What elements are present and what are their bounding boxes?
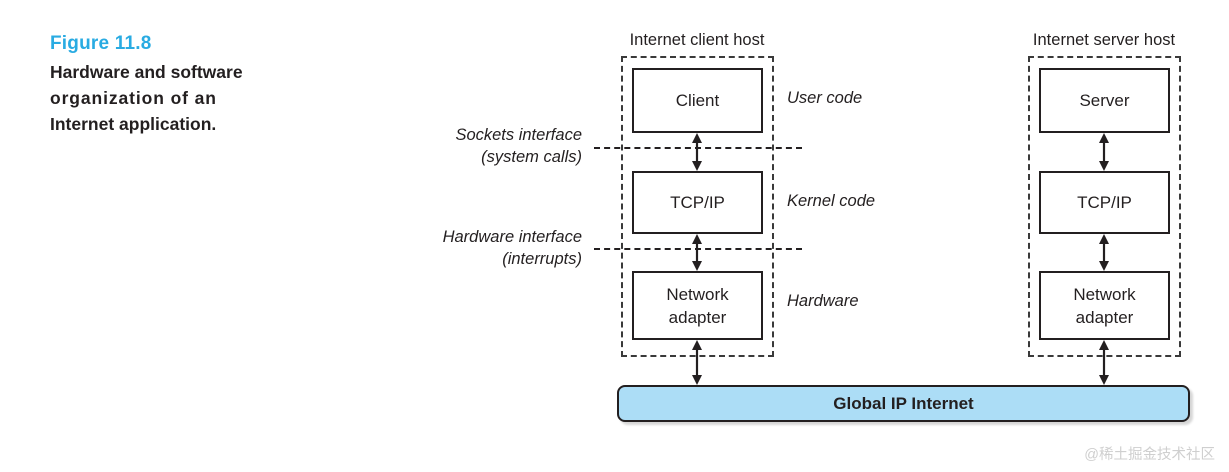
server-arrow-app-tcp-icon [1095,133,1113,171]
sockets-interface-line [594,147,802,149]
hardware-interface-annotation: Hardware interface (interrupts) [330,226,582,270]
client-arrow-app-tcp-icon [688,133,706,171]
client-arrow-adapter-internet-icon [688,340,706,385]
server-application-box: Server [1039,68,1170,133]
hardware-interface-line [594,248,802,250]
sockets-annotation-line2: (system calls) [481,148,582,166]
client-application-label: Client [675,91,720,110]
hardware-annotation-line2: (interrupts) [502,250,582,268]
server-tcpip-label: TCP/IP [1077,193,1132,212]
hardware-annotation-line1: Hardware interface [442,228,582,246]
sockets-annotation-line1: Sockets interface [455,126,582,144]
server-arrow-tcp-adapter-icon [1095,234,1113,271]
server-application-label: Server [1079,91,1130,110]
server-host-label: Internet server host [1032,31,1176,49]
kernel-code-annotation: Kernel code [787,192,876,210]
client-network-adapter-box: Network adapter [632,271,763,340]
server-arrow-adapter-internet-icon [1095,340,1113,385]
client-adapter-label-line2: adapter [668,307,727,327]
figure-number: Figure 11.8 [50,33,152,54]
server-network-adapter-box: Network adapter [1039,271,1170,340]
client-arrow-tcp-adapter-icon [688,234,706,271]
global-ip-internet-label: Global IP Internet [833,393,974,413]
sockets-interface-annotation: Sockets interface (system calls) [330,124,582,168]
server-adapter-label-line2: adapter [1075,307,1134,327]
server-adapter-label-line1: Network [1073,284,1136,304]
client-adapter-label-line1: Network [666,284,729,304]
global-ip-internet-bar: Global IP Internet [617,385,1190,422]
client-tcpip-box: TCP/IP [632,171,763,234]
hardware-layer-annotation: Hardware [787,292,859,310]
caption-line-3: Internet application. [50,114,217,134]
client-application-box: Client [632,68,763,133]
watermark: @稀土掘金技术社区 [1084,447,1215,463]
caption-line-2: organization of an [50,88,217,108]
figure-caption-text: Hardware and software organization of an… [50,59,350,137]
user-code-annotation: User code [787,89,863,107]
server-tcpip-box: TCP/IP [1039,171,1170,234]
caption-line-1: Hardware and software [50,62,243,82]
client-host-label: Internet client host [629,31,765,49]
figure-caption: Figure 11.8 Hardware and software organi… [50,31,350,137]
client-tcpip-label: TCP/IP [670,193,725,212]
